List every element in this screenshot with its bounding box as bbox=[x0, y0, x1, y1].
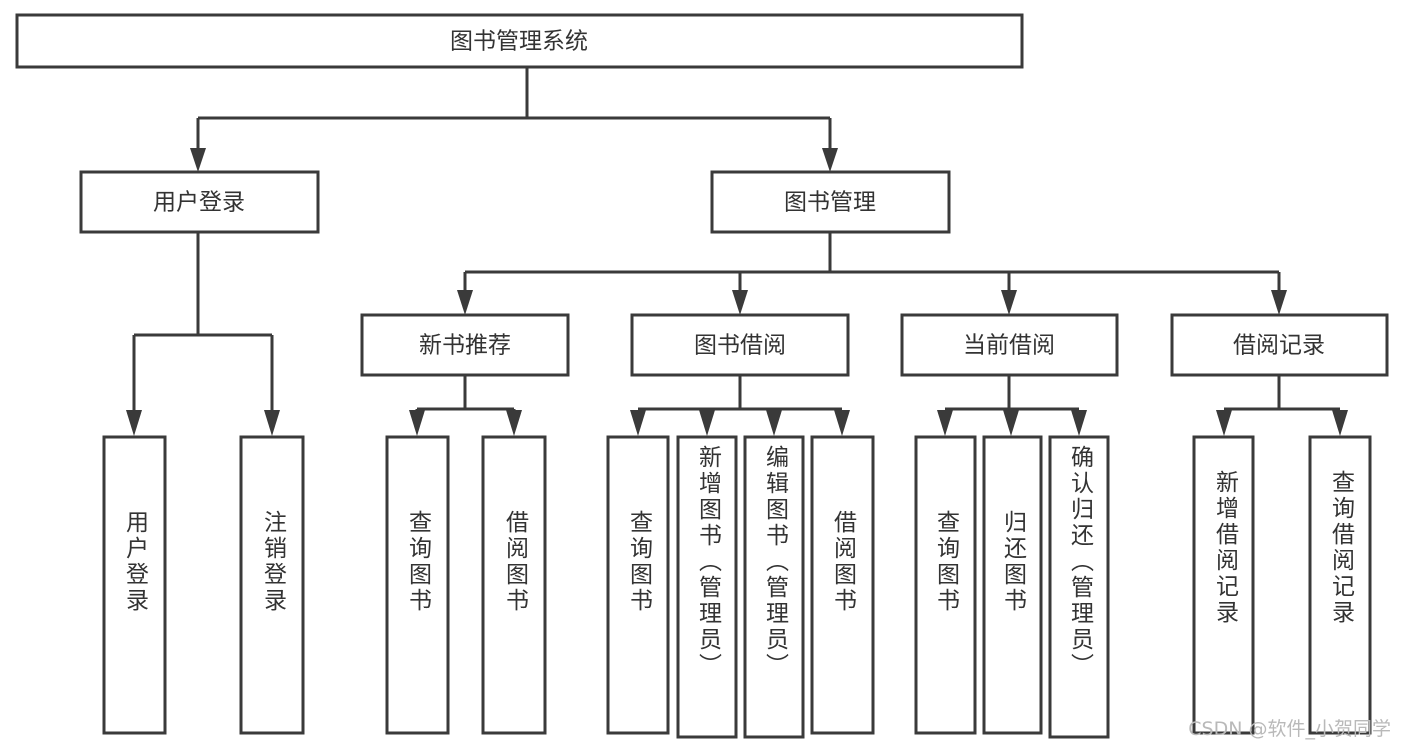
arrow-head-leaf3 bbox=[409, 410, 425, 436]
node-label-root: 图书管理系统 bbox=[450, 29, 588, 55]
node-label-records: 借阅记录 bbox=[1233, 333, 1325, 359]
node-box-leaf12[interactable] bbox=[1192, 435, 1255, 735]
node-box-borrow[interactable] bbox=[630, 313, 850, 377]
node-box-leaf7[interactable] bbox=[743, 435, 805, 739]
node-box-leaf11[interactable] bbox=[1048, 435, 1110, 739]
node-label-current: 当前借阅 bbox=[963, 333, 1055, 359]
node-box-current[interactable] bbox=[900, 313, 1119, 377]
connector-bookmgr-to-level2 bbox=[457, 232, 1287, 315]
node-label-bookmgr: 图书管理 bbox=[784, 190, 876, 216]
node-box-leaf1[interactable] bbox=[102, 435, 167, 735]
node-label-newbook: 新书推荐 bbox=[419, 333, 511, 359]
arrow-head-leaf10 bbox=[1003, 410, 1019, 436]
arrow-head-leaf4 bbox=[506, 410, 522, 436]
arrow-head-leaf1 bbox=[126, 410, 142, 436]
node-box-bookmgr[interactable] bbox=[710, 170, 951, 234]
arrow-head-records bbox=[1271, 290, 1287, 315]
arrow-head-current bbox=[1001, 290, 1017, 315]
connector-records-to-leaves bbox=[1216, 375, 1348, 436]
arrow-head-newbook bbox=[457, 290, 473, 315]
node-box-leaf13[interactable] bbox=[1308, 435, 1372, 735]
arrow-head-leaf7 bbox=[766, 410, 782, 436]
node-box-newbook[interactable] bbox=[360, 313, 570, 377]
arrow-head-leaf9 bbox=[937, 410, 953, 436]
node-box-leaf6[interactable] bbox=[676, 435, 738, 739]
node-box-leaf3[interactable] bbox=[385, 435, 450, 735]
connector-newbook-to-leaves bbox=[409, 375, 522, 436]
watermark-text: CSDN @软件_小贺同学 bbox=[1188, 718, 1391, 740]
node-box-leaf9[interactable] bbox=[914, 435, 977, 735]
arrow-head-leaf12 bbox=[1216, 410, 1232, 436]
node-box-leaf5[interactable] bbox=[606, 435, 670, 735]
node-label-borrow: 图书借阅 bbox=[694, 333, 786, 359]
connector-login-to-leaves bbox=[126, 232, 280, 436]
arrow-head-leaf11 bbox=[1071, 410, 1087, 436]
node-box-records[interactable] bbox=[1170, 313, 1389, 377]
node-box-leaf2[interactable] bbox=[239, 435, 305, 735]
connector-root-to-level1 bbox=[190, 67, 838, 172]
arrow-head-leaf8 bbox=[834, 410, 850, 436]
arrow-head-leaf13 bbox=[1332, 410, 1348, 436]
node-label-login: 用户登录 bbox=[153, 190, 245, 216]
node-box-root[interactable] bbox=[15, 13, 1024, 69]
arrow-head-bookmgr bbox=[822, 148, 838, 172]
arrow-head-leaf5 bbox=[630, 410, 646, 436]
node-box-leaf4[interactable] bbox=[481, 435, 547, 735]
node-box-leaf10[interactable] bbox=[982, 435, 1043, 735]
arrow-head-leaf6 bbox=[699, 410, 715, 436]
node-box-leaf8[interactable] bbox=[810, 435, 875, 735]
connector-current-to-leaves bbox=[937, 375, 1087, 436]
connector-borrow-to-leaves bbox=[630, 375, 850, 436]
node-box-login[interactable] bbox=[79, 170, 320, 234]
arrow-head-login bbox=[190, 148, 206, 172]
arrow-head-leaf2 bbox=[264, 410, 280, 436]
arrow-head-borrow bbox=[732, 290, 748, 315]
